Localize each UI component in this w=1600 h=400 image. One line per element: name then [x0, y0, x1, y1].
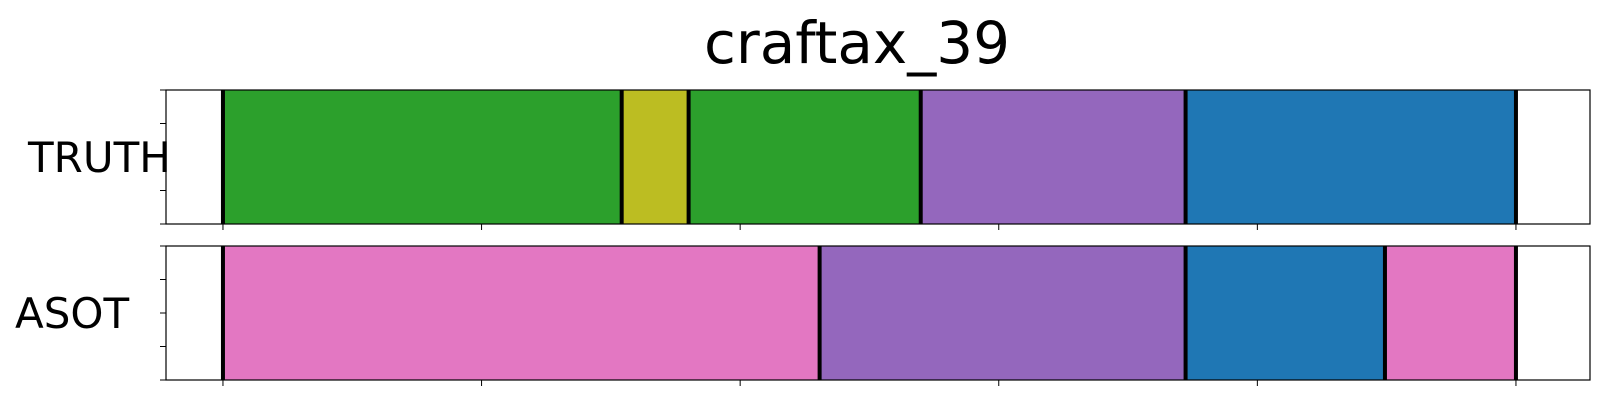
row-asot: ASOT: [15, 245, 1591, 386]
row-truth: TRUTH: [27, 89, 1591, 230]
segment-asot-4: [1384, 246, 1516, 380]
segment-asot-1: [222, 246, 820, 380]
chart-title: craftax_39: [704, 9, 1010, 77]
segment-truth-5: [1185, 90, 1516, 224]
row-label-asot: ASOT: [15, 289, 129, 338]
segment-truth-1: [222, 90, 622, 224]
segment-truth-4: [920, 90, 1186, 224]
rows-layer: TRUTH ASOT: [15, 89, 1591, 386]
segment-asot-2: [819, 246, 1186, 380]
segment-asot-3: [1185, 246, 1385, 380]
segment-truth-3: [688, 90, 921, 224]
segment-truth-2: [621, 90, 689, 224]
row-label-truth: TRUTH: [27, 133, 171, 182]
